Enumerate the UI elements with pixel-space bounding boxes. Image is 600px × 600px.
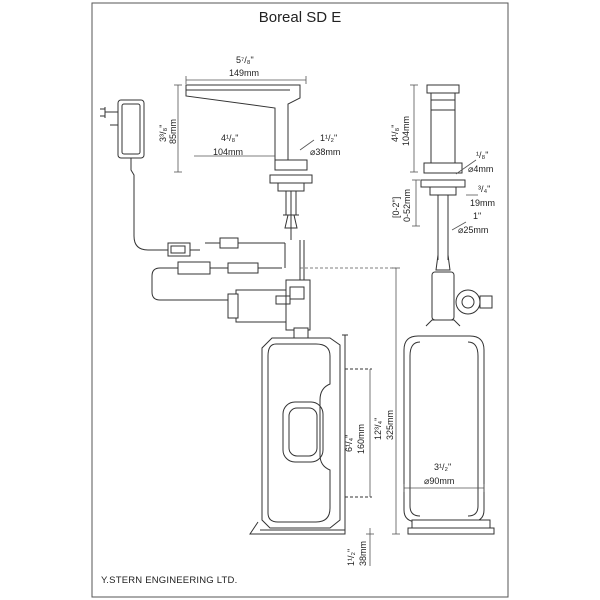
- faucet-height-inch: 3³/₈": [158, 125, 168, 142]
- base-height-inch: 1¹/₂": [346, 549, 356, 566]
- bottle-height-inch: 12³/₄": [373, 418, 383, 440]
- body-diameter-inch: 1¹/₂": [320, 133, 337, 143]
- side-height-mm: 104mm: [401, 116, 411, 146]
- window-height-mm: 160mm: [356, 424, 366, 454]
- faucet-front-view: [185, 84, 313, 240]
- body-diameter-mm: ⌀38mm: [310, 147, 340, 157]
- pump-assembly: [227, 240, 311, 341]
- spout-reach-inch: 4¹/₈": [221, 133, 238, 143]
- bottle-diameter-inch: 3¹/₂": [434, 462, 451, 472]
- deck-thickness-mm: 19mm: [470, 198, 495, 208]
- bottle-side-view: [403, 271, 495, 535]
- hole-diameter-inch: 1": [473, 211, 481, 221]
- page-title: Boreal SD E: [258, 9, 342, 26]
- spout-length-inch: 5⁷/₈": [236, 55, 254, 65]
- deck-thickness-inch: ³/₄": [478, 184, 490, 194]
- faucet-side-view: [420, 84, 466, 271]
- company-name: Y.STERN ENGINEERING LTD.: [101, 575, 238, 586]
- sensor-cable: [151, 237, 286, 301]
- deck-range-inch: [0-2"]: [391, 197, 401, 218]
- power-adapter: [100, 99, 200, 257]
- window-height-inch: 6¹/₄": [344, 435, 354, 452]
- deck-range-mm: 0-52mm: [402, 189, 412, 222]
- bottle-height-mm: 325mm: [385, 410, 395, 440]
- drawing-border: [91, 2, 509, 598]
- dimension-lines: [174, 76, 485, 566]
- hole-diameter-mm: ⌀25mm: [458, 225, 488, 235]
- spout-length-mm: 149mm: [229, 68, 259, 78]
- bottle-diameter-mm: ⌀90mm: [424, 476, 454, 486]
- base-height-mm: 38mm: [358, 541, 368, 566]
- outlet-diameter-mm: ⌀4mm: [468, 164, 493, 174]
- dimension-labels: 5⁷/₈" 149mm 3³/₈" 85mm 4¹/₈" 104mm 1¹/₂"…: [158, 55, 495, 566]
- outlet-diameter-inch: ¹/₈": [476, 150, 488, 160]
- bottle-front-view: [249, 334, 372, 535]
- spout-reach-mm: 104mm: [213, 147, 243, 157]
- side-height-inch: 4¹/₈": [390, 125, 400, 142]
- faucet-height-mm: 85mm: [168, 119, 178, 144]
